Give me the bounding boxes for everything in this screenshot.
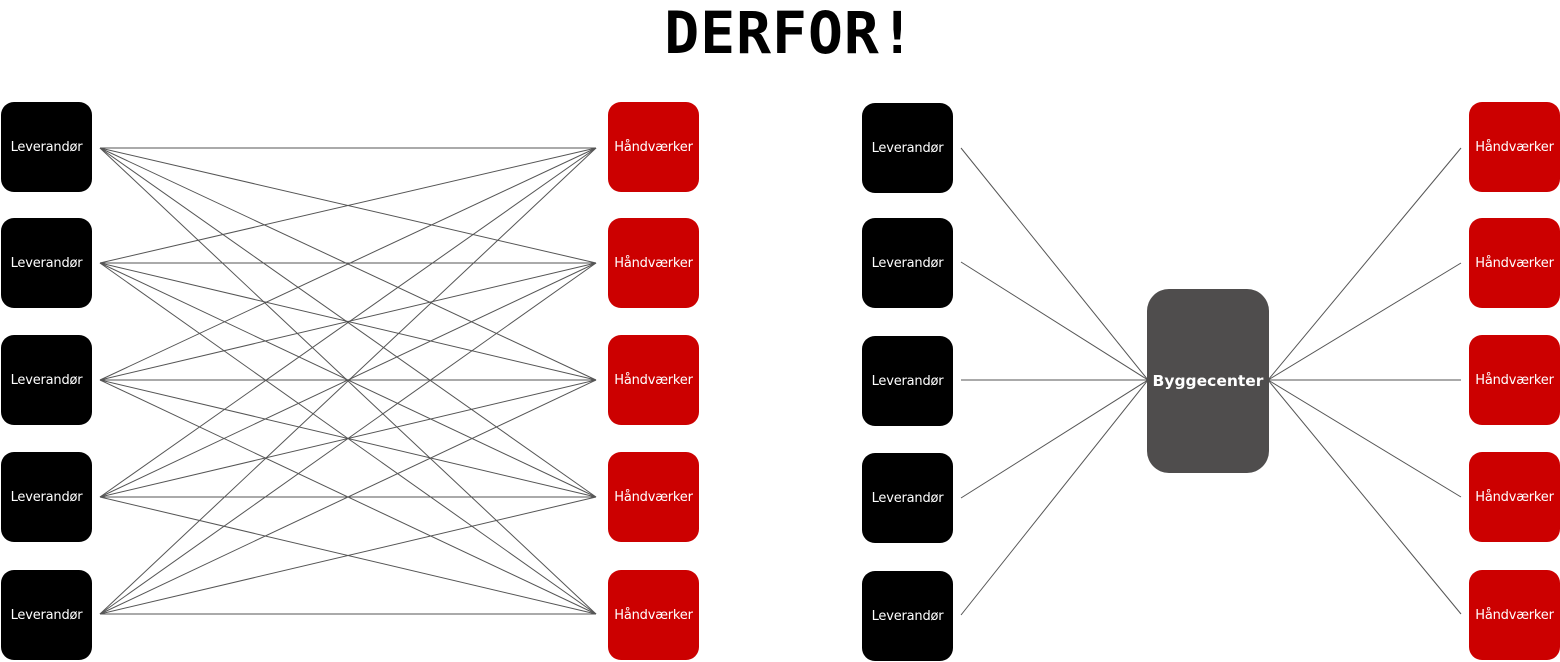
supplier-label: Leverandør (871, 373, 944, 389)
supplier-label: Leverandør (871, 255, 944, 271)
left-supplier-2: Leverandør (1, 218, 92, 308)
craftsman-label: Håndværker (614, 607, 693, 623)
supplier-to-hub-line (960, 261, 1149, 381)
craftsman-label: Håndværker (1475, 372, 1554, 388)
right-supplier-5: Leverandør (862, 571, 953, 661)
left-supplier-3: Leverandør (1, 335, 92, 425)
left-craftsman-5: Håndværker (608, 570, 699, 660)
supplier-label: Leverandør (10, 139, 83, 155)
craftsman-label: Håndværker (614, 139, 693, 155)
mesh-connection-line (99, 147, 597, 615)
craftsman-label: Håndværker (614, 372, 693, 388)
page-title: DERFOR! (664, 0, 916, 67)
left-supplier-4: Leverandør (1, 452, 92, 542)
right-supplier-1: Leverandør (862, 103, 953, 193)
right-supplier-4: Leverandør (862, 453, 953, 543)
mesh-connection-line (99, 262, 597, 615)
craftsman-label: Håndværker (1475, 255, 1554, 271)
supplier-to-hub-line (960, 379, 1149, 616)
right-craftsman-5: Håndværker (1469, 570, 1560, 660)
craftsman-label: Håndværker (1475, 139, 1554, 155)
craftsman-label: Håndværker (614, 255, 693, 271)
hub-label: Byggecenter (1152, 372, 1264, 390)
left-supplier-1: Leverandør (1, 102, 92, 192)
mesh-connection-line (99, 147, 597, 498)
supplier-label: Leverandør (871, 140, 944, 156)
mesh-connection-line (99, 379, 597, 615)
left-craftsman-2: Håndværker (608, 218, 699, 308)
left-craftsman-3: Håndværker (608, 335, 699, 425)
supplier-label: Leverandør (871, 490, 944, 506)
right-craftsman-4: Håndværker (1469, 452, 1560, 542)
craftsman-label: Håndværker (1475, 607, 1554, 623)
hub-to-craftsman-line (1267, 262, 1462, 381)
craftsman-label: Håndværker (614, 489, 693, 505)
mesh-connection-line (99, 262, 597, 381)
supplier-label: Leverandør (10, 489, 83, 505)
right-connections (960, 147, 1462, 616)
right-craftsman-2: Håndværker (1469, 218, 1560, 308)
left-connections (99, 147, 597, 615)
supplier-label: Leverandør (10, 372, 83, 388)
supplier-to-hub-line (960, 147, 1149, 381)
mesh-connection-line (99, 147, 597, 381)
left-supplier-5: Leverandør (1, 570, 92, 660)
mesh-connection-line (99, 147, 597, 264)
right-supplier-3: Leverandør (862, 336, 953, 426)
right-craftsman-3: Håndværker (1469, 335, 1560, 425)
hub-to-craftsman-line (1267, 147, 1462, 381)
mesh-connection-line (99, 496, 597, 615)
hub-to-craftsman-line (1267, 379, 1462, 615)
left-craftsman-4: Håndværker (608, 452, 699, 542)
left-craftsman-1: Håndværker (608, 102, 699, 192)
supplier-label: Leverandør (10, 607, 83, 623)
supplier-to-hub-line (960, 379, 1149, 499)
supplier-label: Leverandør (871, 608, 944, 624)
craftsman-label: Håndværker (1475, 489, 1554, 505)
supplier-label: Leverandør (10, 255, 83, 271)
hub-to-craftsman-line (1267, 379, 1462, 498)
hub-byggecenter: Byggecenter (1147, 289, 1269, 473)
right-supplier-2: Leverandør (862, 218, 953, 308)
right-craftsman-1: Håndværker (1469, 102, 1560, 192)
mesh-connection-line (99, 262, 597, 498)
